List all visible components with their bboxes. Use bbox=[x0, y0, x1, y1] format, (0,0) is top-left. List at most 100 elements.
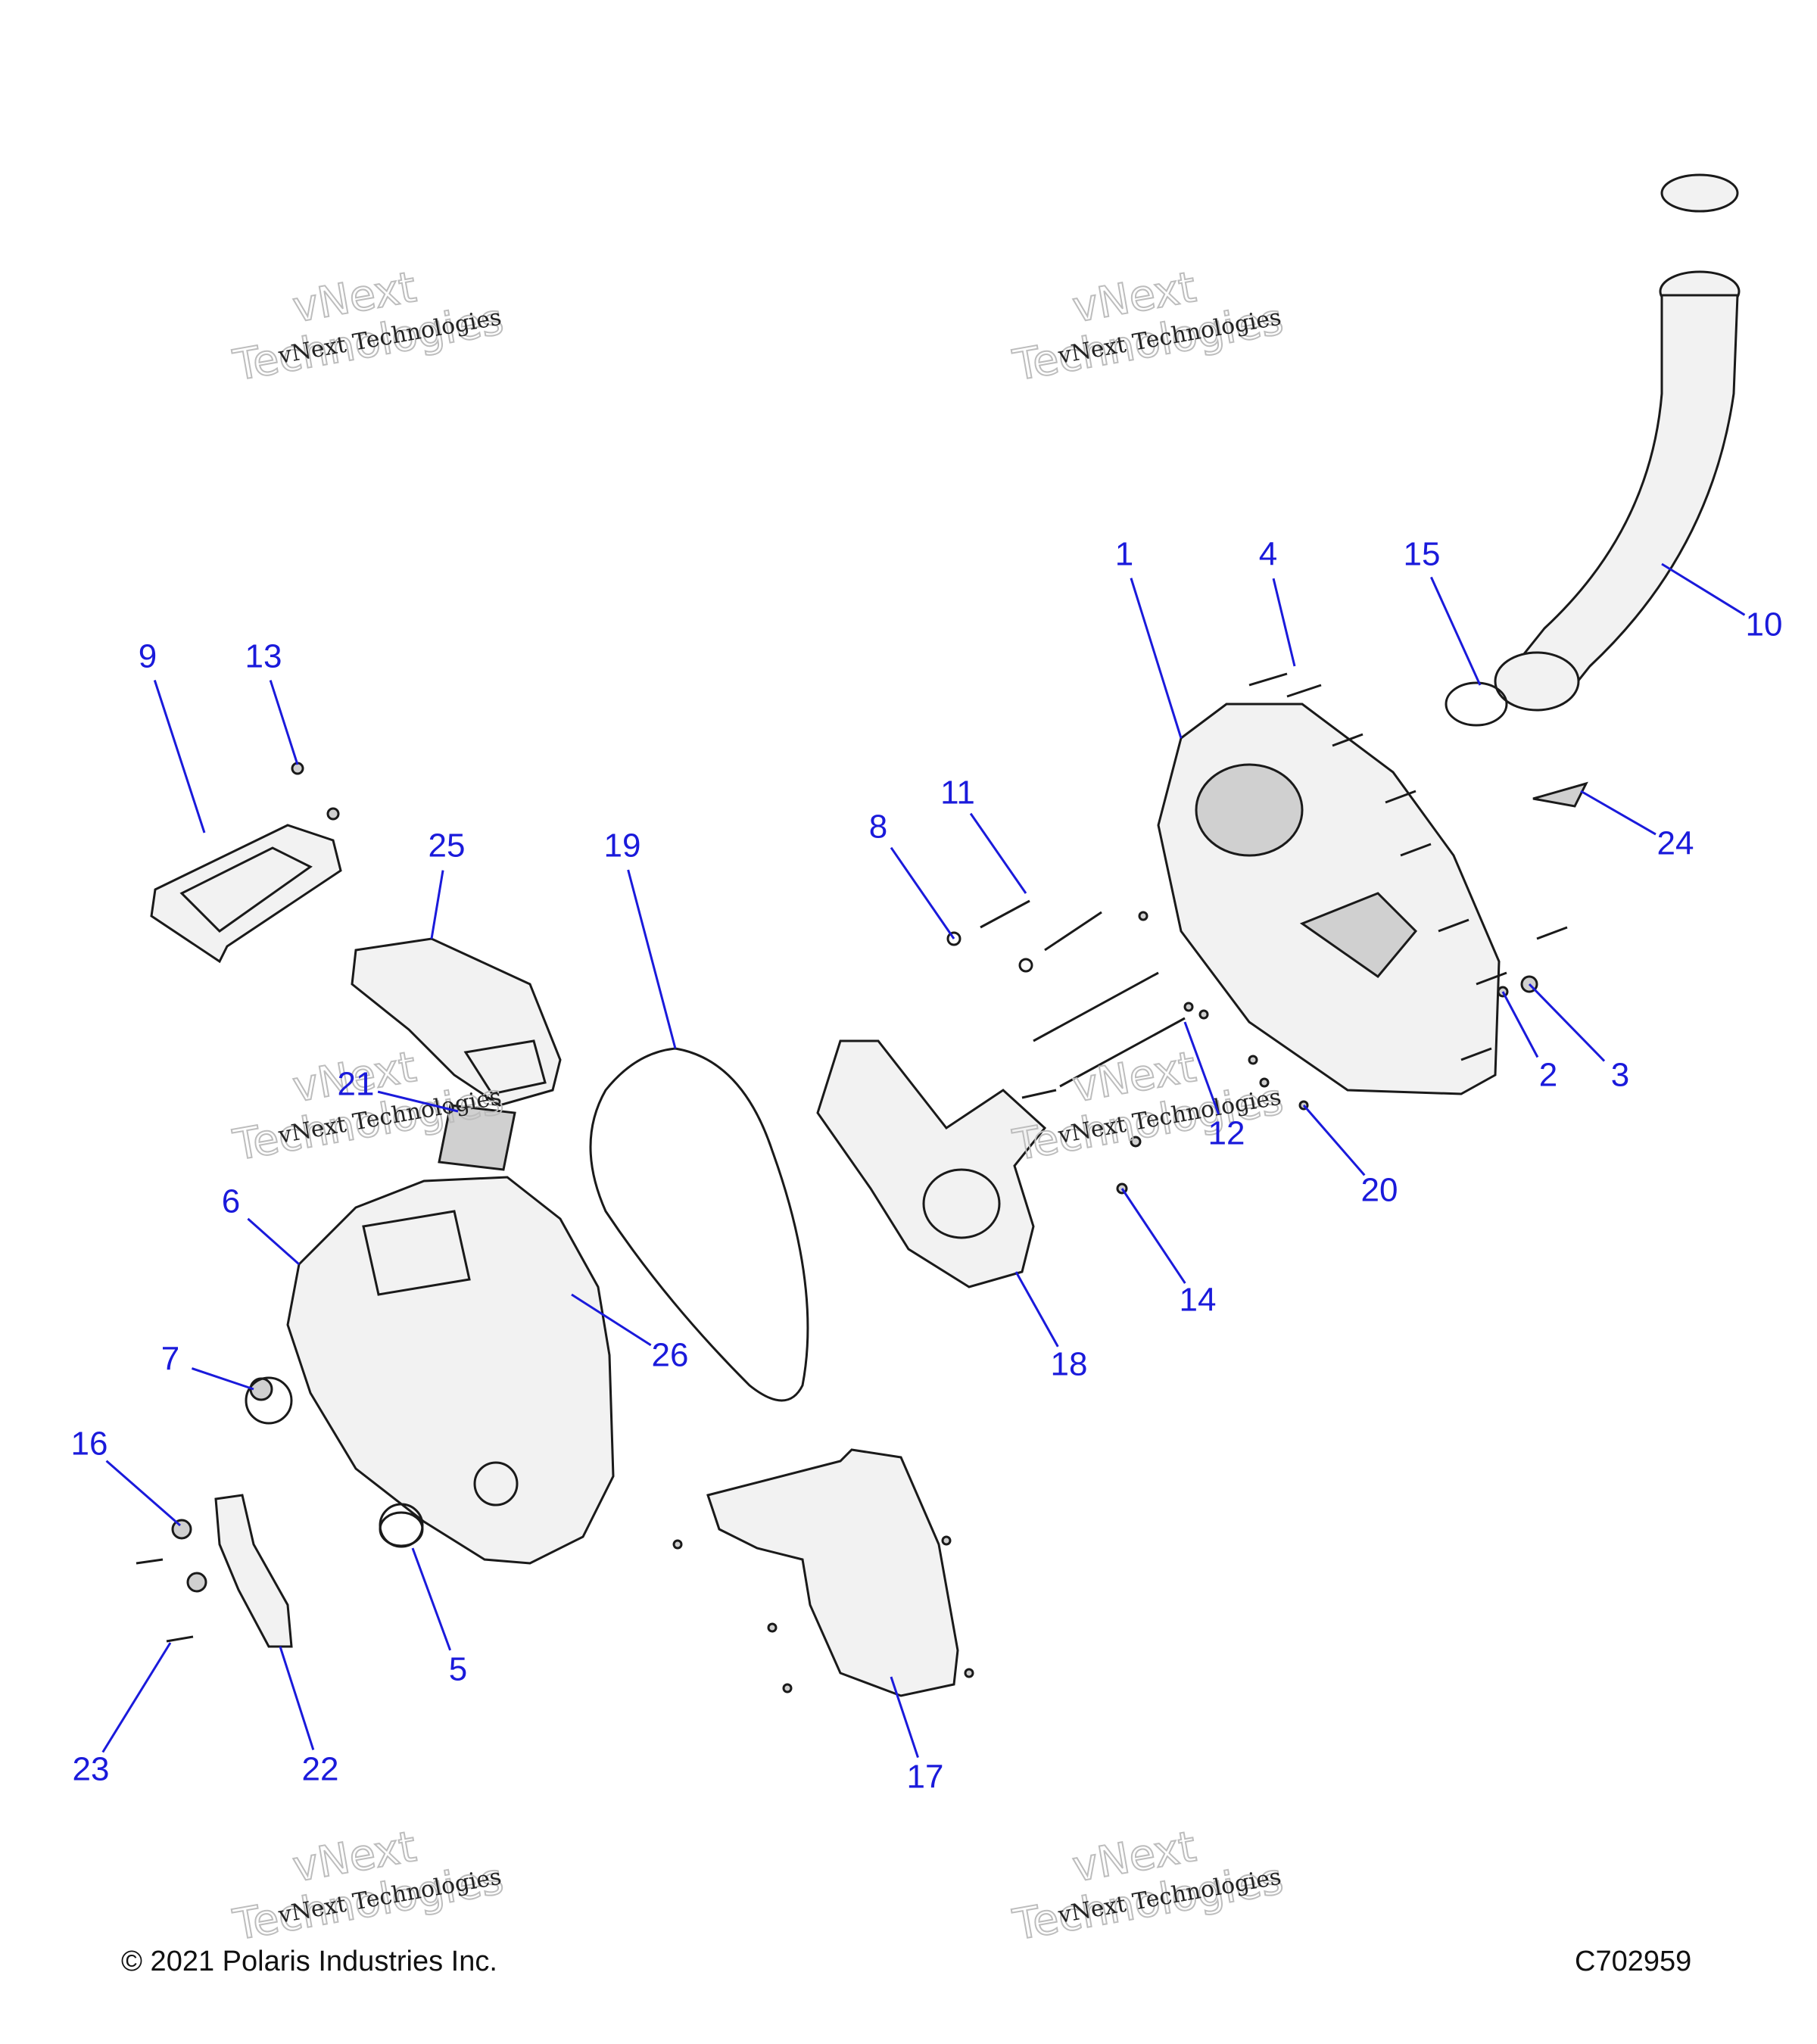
callout-22: 22 bbox=[279, 1646, 339, 1788]
drawing-number: C702959 bbox=[1575, 1946, 1692, 1977]
leader-line bbox=[890, 846, 955, 939]
callout-8: 8 bbox=[869, 809, 955, 939]
callout-7: 7 bbox=[161, 1341, 254, 1391]
leader-line bbox=[191, 1367, 254, 1391]
callout-label: 15 bbox=[1404, 536, 1441, 573]
callout-1: 1 bbox=[1115, 536, 1183, 739]
leader-line bbox=[969, 812, 1027, 894]
callout-label: 13 bbox=[245, 638, 282, 675]
callout-17: 17 bbox=[890, 1676, 944, 1796]
mount-bracket bbox=[214, 1494, 293, 1648]
leader-line bbox=[153, 680, 206, 833]
callout-3: 3 bbox=[1528, 983, 1629, 1094]
callout-label: 1 bbox=[1115, 536, 1133, 573]
callout-label: 19 bbox=[604, 827, 641, 865]
callout-6: 6 bbox=[222, 1183, 300, 1266]
callout-label: 20 bbox=[1361, 1172, 1398, 1209]
callout-label: 7 bbox=[161, 1341, 179, 1378]
callout-label: 3 bbox=[1611, 1057, 1629, 1094]
leader-line bbox=[890, 1676, 919, 1759]
callout-label: 2 bbox=[1539, 1057, 1557, 1094]
callout-label: 22 bbox=[302, 1751, 339, 1788]
leader-line bbox=[571, 1293, 652, 1347]
leader-line bbox=[411, 1547, 452, 1651]
leader-line bbox=[1528, 983, 1606, 1062]
callout-21: 21 bbox=[338, 1066, 459, 1113]
callout-25: 25 bbox=[429, 827, 466, 939]
callout-label: 11 bbox=[940, 774, 975, 812]
leader-line bbox=[1430, 576, 1482, 686]
leader-line bbox=[279, 1646, 315, 1750]
callout-13: 13 bbox=[245, 638, 299, 765]
hose-clamp bbox=[1445, 681, 1508, 727]
callout-label: 10 bbox=[1746, 606, 1783, 643]
callout-label: 26 bbox=[652, 1337, 689, 1374]
callout-label: 17 bbox=[907, 1759, 944, 1796]
callout-label: 18 bbox=[1051, 1346, 1088, 1383]
callout-20: 20 bbox=[1302, 1105, 1398, 1209]
o-ring bbox=[379, 1511, 424, 1547]
outer-clutch-cover bbox=[1157, 703, 1501, 1095]
inner-cover-plate bbox=[816, 1039, 1047, 1288]
seal-strip bbox=[1532, 781, 1588, 808]
callout-5: 5 bbox=[411, 1547, 467, 1688]
callout-label: 8 bbox=[869, 809, 887, 846]
callout-11: 11 bbox=[940, 774, 1027, 894]
leader-line bbox=[627, 869, 677, 1049]
part-drawings bbox=[136, 173, 1741, 1697]
callout-label: 12 bbox=[1208, 1115, 1245, 1152]
long-bolts bbox=[980, 899, 1186, 1099]
leader-line bbox=[101, 1642, 172, 1753]
callout-label: 23 bbox=[73, 1751, 110, 1788]
callout-label: 14 bbox=[1180, 1282, 1217, 1319]
callout-26: 26 bbox=[571, 1293, 689, 1374]
callout-10: 10 bbox=[1661, 562, 1783, 643]
callout-label: 6 bbox=[222, 1183, 240, 1220]
callout-label: 5 bbox=[449, 1651, 467, 1688]
callout-15: 15 bbox=[1404, 536, 1482, 686]
inner-clutch-housing bbox=[286, 1176, 615, 1565]
air-box bbox=[351, 937, 562, 1107]
skid-guard bbox=[706, 1448, 959, 1697]
callout-4: 4 bbox=[1259, 536, 1296, 667]
callout-label: 16 bbox=[71, 1426, 108, 1463]
leader-line bbox=[1272, 578, 1296, 667]
callout-label: 25 bbox=[429, 827, 466, 865]
filter-frame bbox=[150, 824, 342, 964]
leader-line bbox=[1183, 1021, 1220, 1115]
leader-line bbox=[1501, 991, 1539, 1058]
callout-label: 9 bbox=[139, 638, 157, 675]
leader-line bbox=[1014, 1271, 1059, 1348]
copyright-notice: © 2021 Polaris Industries Inc. bbox=[121, 1946, 497, 1977]
callout-14: 14 bbox=[1120, 1188, 1217, 1319]
leader-line bbox=[105, 1460, 181, 1527]
screen-grille bbox=[438, 1104, 516, 1171]
callout-16: 16 bbox=[71, 1426, 181, 1527]
callout-label: 24 bbox=[1657, 825, 1694, 862]
callout-19: 19 bbox=[604, 827, 677, 1049]
callout-18: 18 bbox=[1014, 1271, 1088, 1383]
callout-9: 9 bbox=[139, 638, 206, 833]
leader-line bbox=[1120, 1188, 1186, 1284]
leader-line bbox=[1661, 562, 1746, 616]
callout-2: 2 bbox=[1501, 991, 1557, 1094]
drive-belt bbox=[589, 1047, 809, 1402]
intake-duct bbox=[1494, 173, 1741, 712]
callout-23: 23 bbox=[73, 1642, 172, 1788]
callout-24: 24 bbox=[1580, 790, 1694, 862]
leader-line bbox=[377, 1090, 459, 1113]
callout-12: 12 bbox=[1183, 1021, 1245, 1152]
leader-line bbox=[1130, 578, 1183, 739]
callout-label: 4 bbox=[1259, 536, 1277, 573]
leader-line bbox=[430, 870, 444, 939]
leader-line bbox=[247, 1217, 300, 1266]
leader-line bbox=[269, 680, 299, 765]
leader-line bbox=[1580, 790, 1656, 836]
